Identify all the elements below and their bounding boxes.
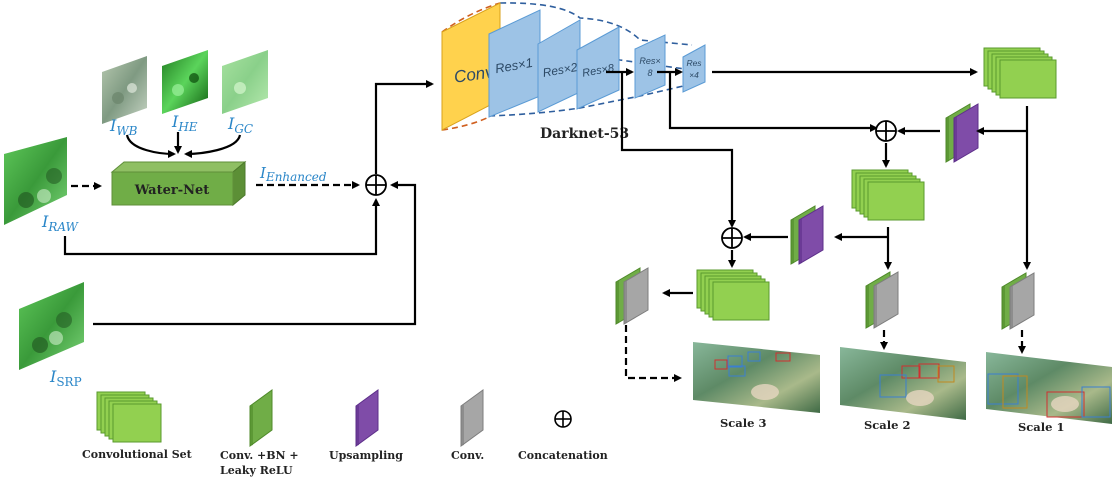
arrow-concat-to-backbone	[374, 80, 434, 174]
legend-icon-conv-set	[96, 391, 162, 443]
backbone-block-res8-a	[576, 26, 620, 110]
backbone-block-res8-b	[634, 34, 666, 99]
enhancement-input-gc	[222, 50, 268, 114]
arrow-res8a-to-concat3	[620, 72, 736, 228]
output-label-scale3: Scale 3	[720, 416, 766, 430]
water-net-label: Water-Net	[134, 183, 210, 198]
concat-node-scale3	[721, 227, 743, 249]
backbone-title: Darknet-53	[540, 126, 629, 142]
conv-set-layer	[867, 181, 925, 221]
legend-label-conv: Conv.	[451, 449, 484, 462]
raw-input-image	[4, 137, 67, 225]
legend-icon-conv	[460, 389, 484, 447]
upsample-block-2	[790, 205, 824, 265]
backbone-label-res8-b-2: 8	[647, 68, 652, 78]
label-i-srp: ISRP	[49, 367, 82, 389]
legend-icon-conv-bn-leaky	[249, 389, 273, 447]
legend-label-conv-set: Convolutional Set	[82, 448, 193, 461]
conv-set-layer	[712, 281, 770, 321]
head-block-scale3	[615, 267, 649, 325]
image-thumbnail-gc	[222, 50, 268, 114]
arrow-raw-to-concat	[63, 198, 380, 256]
concat-node-scale2	[875, 120, 897, 142]
legend-icon-concat	[554, 410, 572, 428]
arrow-srp-to-concat	[93, 181, 417, 326]
darknet-53-backbone: Conv Res×1 Res×2 Res×8 Res× 8 Res ×4 Dar…	[441, 2, 706, 142]
backbone-label-res8-a: Res×8	[581, 62, 616, 80]
label-i-he: IHE	[171, 112, 198, 134]
output-scale1-image	[986, 352, 1112, 424]
label-i-enhanced: IEnhanced	[259, 164, 327, 184]
output-label-scale1: Scale 1	[1018, 420, 1064, 434]
legend-icon-upsampling	[355, 389, 379, 447]
backbone-block-res4	[682, 44, 706, 93]
arrow-head3-to-scale3	[624, 325, 682, 382]
head-block-scale2	[865, 271, 899, 329]
legend-label-conv-bn-1: Conv. +BN +	[220, 449, 299, 462]
conv-set-1	[983, 47, 1057, 99]
conv-set-3	[696, 269, 770, 321]
image-thumbnail-srp	[19, 282, 84, 370]
enhancement-input-he	[162, 50, 208, 114]
enhancement-input-wb	[102, 56, 147, 124]
head-block-scale1	[1001, 272, 1035, 330]
label-i-wb: IWB	[109, 116, 138, 138]
concat-node-input	[365, 174, 387, 196]
arrow-gc-to-waternet	[184, 134, 242, 158]
legend: Convolutional Set Conv. +BN + Leaky ReLU…	[82, 389, 608, 477]
legend-label-concat: Concatenation	[518, 449, 608, 462]
conv-set-layer	[999, 59, 1057, 99]
srp-input-image	[19, 282, 84, 370]
legend-label-conv-bn-2: Leaky ReLU	[220, 464, 293, 477]
image-thumbnail-he	[162, 50, 208, 114]
conv-set-layer	[112, 403, 162, 443]
legend-slab	[460, 389, 484, 447]
backbone-label-res4-1: Res	[686, 58, 702, 68]
output-scale3-image	[693, 342, 820, 413]
backbone-label-res4-2: ×4	[689, 70, 699, 80]
legend-slab	[249, 389, 273, 447]
label-i-raw: IRAW	[41, 212, 80, 234]
legend-label-upsampling: Upsampling	[329, 449, 403, 462]
water-net-block: Water-Net	[110, 160, 247, 207]
upsample-block-1	[945, 103, 979, 163]
legend-slab	[355, 389, 379, 447]
image-thumbnail-wb	[102, 56, 147, 124]
backbone-label-res8-b-1: Res×	[639, 56, 660, 66]
label-i-gc: IGC	[227, 114, 253, 136]
arrow-wb-to-waternet	[125, 134, 176, 158]
arrow-res8b-to-concat2	[668, 72, 878, 132]
backbone-label-res1: Res×1	[494, 55, 534, 76]
output-scale2-image	[840, 347, 966, 420]
backbone-label-res2: Res×2	[542, 60, 579, 80]
output-label-scale2: Scale 2	[864, 418, 910, 432]
conv-set-2	[851, 169, 925, 221]
